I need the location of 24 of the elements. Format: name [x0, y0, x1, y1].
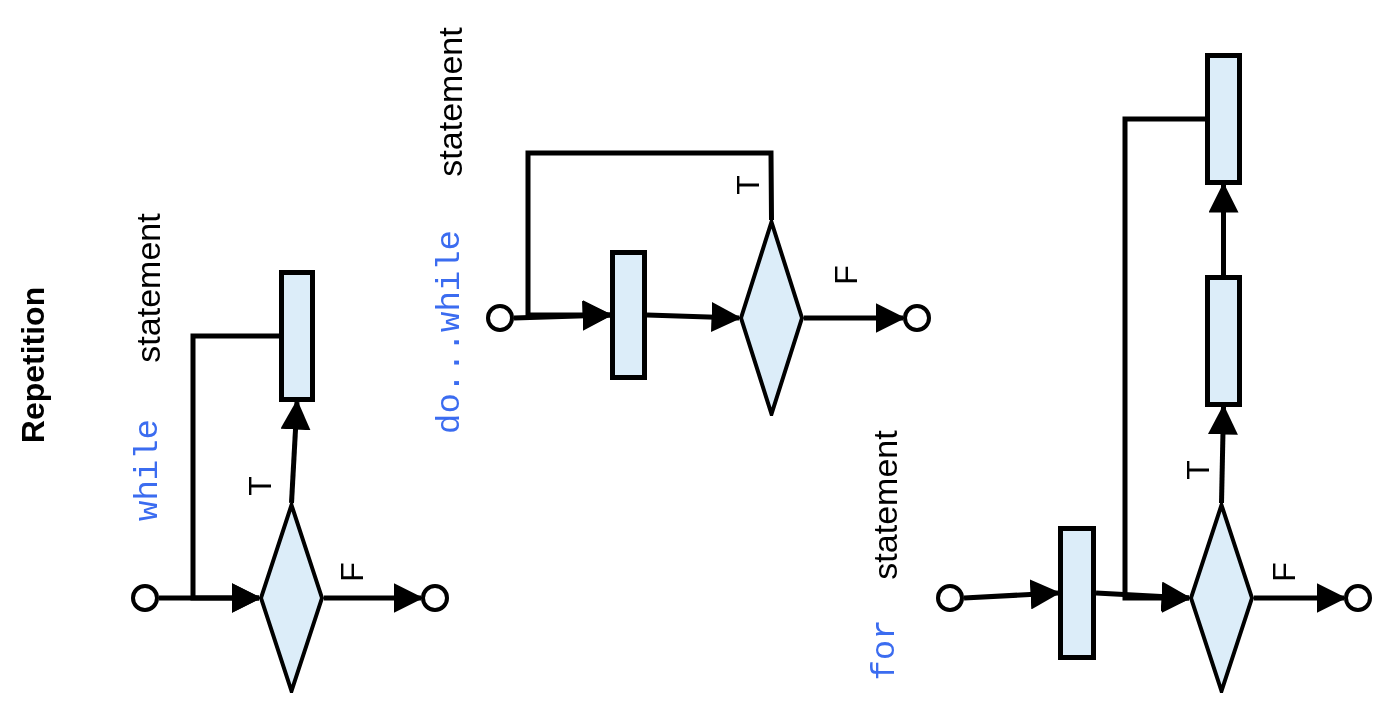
edge-label: T: [244, 476, 276, 496]
decision-diamond: [739, 220, 804, 416]
heading-label: statement: [429, 27, 470, 177]
edge-label: F: [336, 562, 368, 582]
edge-label: T: [732, 175, 764, 195]
arrow: [1095, 581, 1192, 612]
diagram-title: Repetition: [14, 286, 52, 444]
keyword-label: while: [127, 419, 168, 521]
arrow: [190, 333, 279, 613]
heading-label: statement: [127, 213, 168, 363]
decision-diamond: [259, 503, 324, 693]
decision-diamond: [1189, 503, 1254, 693]
edge-label: F: [830, 265, 862, 285]
process-box: [279, 270, 315, 402]
process-box: [1205, 53, 1242, 185]
keyword-label: for: [864, 619, 905, 681]
heading-label: statement: [864, 430, 905, 580]
process-box: [1058, 526, 1096, 660]
arrow: [1122, 116, 1205, 613]
process-box: [1205, 275, 1242, 407]
edge-label: T: [1182, 460, 1214, 480]
process-box: [610, 250, 647, 380]
edge-label: F: [1268, 562, 1300, 582]
keyword-label: do...while: [429, 230, 470, 434]
